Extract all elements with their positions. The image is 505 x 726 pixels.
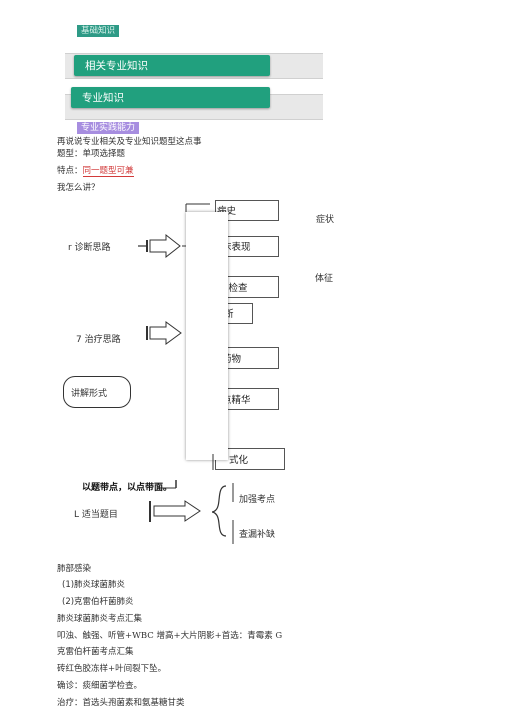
professional-knowledge-button[interactable]: 专业知识 [71,87,270,108]
appropriate-topics-label: L 适当题目 [74,510,118,520]
box-drug-label: 药物 [222,354,242,365]
treatment-approach-label: 7 治疗思路 [76,335,121,345]
note-line: 肺部感染 [57,564,92,574]
note-line: (2)克雷伯杆菌肺炎 [62,597,134,607]
diagnosis-approach-label: r 诊断思路 [68,243,111,253]
symptom-label: 症状 [316,215,335,225]
brace [211,485,227,537]
box-diagnosis-label: 断 [224,309,234,320]
box-history-label: 病史 [217,203,236,217]
intro-line-1: 再说说专业相关及专业知识题型这点事 [57,137,202,147]
top-tag-basic-knowledge[interactable]: 基础知识 [77,25,120,37]
point-text: 以题带点，以点带面。 [82,483,173,493]
box-history [215,200,279,221]
sign-label: 体征 [315,274,334,284]
intro-line-2: 题型：单项选择题 [57,149,126,159]
diagnosis-arrow [138,233,186,259]
note-line: 叩浊、触强、听管+WBC 增高+大片阴影+首选：青霉素 G [57,631,283,641]
box-auxiliary-label: 助检查 [219,283,248,294]
appropriate-topics-arrow [149,500,201,522]
explain-mode-label: 讲解形式 [71,389,108,399]
explain-mode-box [63,376,131,408]
feature-prefix: 特点： [57,166,83,176]
note-line: 肺炎球菌肺炎考点汇集 [57,614,143,624]
box-essence-label: 点精华 [222,395,251,406]
box-clinical-label: 床表现 [222,242,251,253]
practice-ability-tag[interactable]: 专业实践能力 [77,122,140,134]
related-knowledge-button[interactable]: 相关专业知识 [74,55,270,76]
fill-gaps-label: 查漏补缺 [239,530,276,540]
treatment-arrow [146,321,182,345]
intro-line-4: 我怎么讲？ [57,183,100,193]
strengthen-label: 加强考点 [239,495,276,505]
note-line: (1)肺炎球菌肺炎 [62,580,126,590]
box-formula-label: 式化 [229,455,249,466]
note-line: 砖红色胶冻样+叶间裂下坠。 [57,664,167,674]
note-line: 确诊：痰细菌学检查。 [57,681,143,691]
note-line: 克雷伯杆菌考点汇集 [57,647,134,657]
intro-feature-line: 特点：同一题型可兼 [57,165,134,177]
occluding-panel [186,212,228,460]
note-line: 治疗：首选头孢菌素和氨基糖甘类 [57,698,185,708]
feature-link[interactable]: 同一题型可兼 [82,166,134,177]
